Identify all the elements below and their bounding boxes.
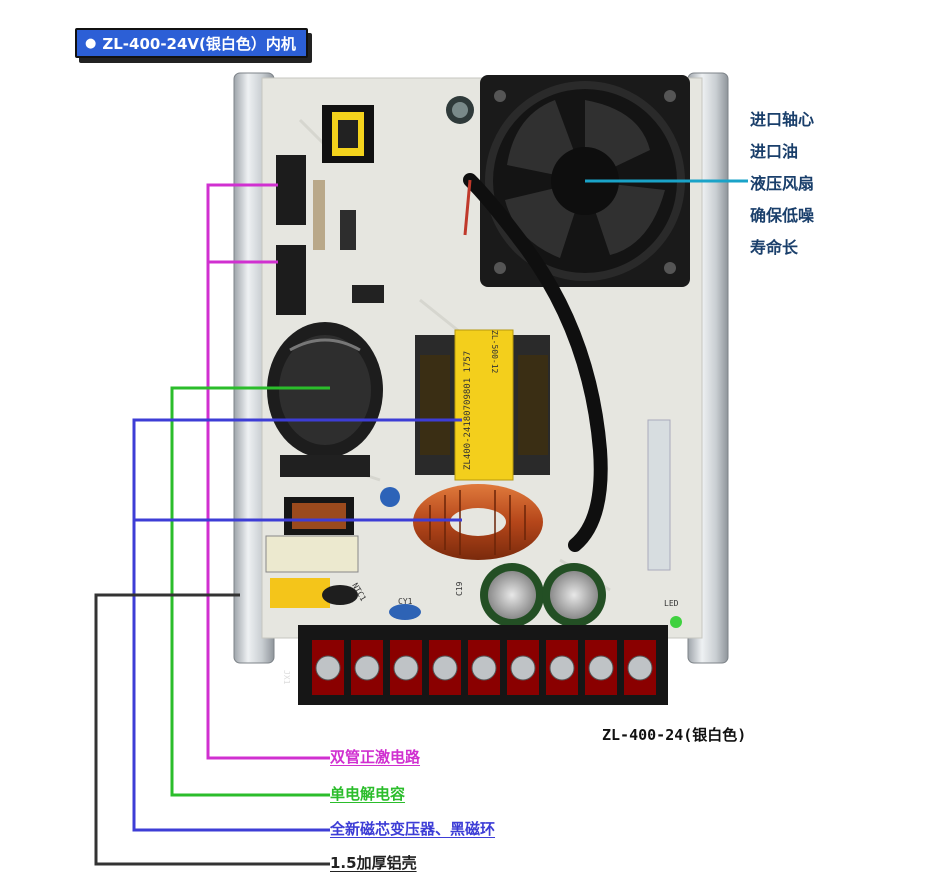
fan-cable [463, 173, 608, 552]
output-capacitors [480, 563, 606, 627]
fan-note-line: 寿命长 [750, 238, 799, 257]
callout-transformer-core: 全新磁芯变压器、黑磁环 [330, 820, 496, 838]
fan-note-line: 液压风扇 [750, 174, 815, 193]
small-capacitor-top [446, 96, 474, 124]
fan-note-line: 进口油 [750, 142, 799, 161]
product-label: ZL-400-24(银白色) [602, 726, 747, 744]
fuse-block [270, 578, 330, 608]
terminal-block [298, 625, 668, 705]
terminal-label-text: JX1 [282, 670, 291, 685]
aux-transformer [322, 105, 374, 163]
callout-lines [94, 179, 748, 866]
mosfets-left [276, 155, 384, 315]
cy-label-text: CY1 [398, 597, 413, 606]
callout-forward-circuit: 双管正激电路 [330, 748, 421, 766]
model-title: ZL-400-24V(银白色）内机 [102, 34, 296, 53]
fan-note-line: 确保低噪 [750, 206, 815, 225]
callout-aluminium-shell: 1.5加厚铝壳 [330, 854, 417, 872]
ntc-thermistor [322, 585, 358, 605]
blue-capacitor [380, 487, 400, 507]
c19-label-text: C19 [455, 581, 464, 596]
emi-choke [284, 497, 354, 535]
led-indicator [670, 616, 682, 628]
output-rectifier [647, 419, 671, 571]
rectifier-bridge [280, 455, 370, 477]
led-label-text: LED [664, 599, 679, 608]
x-capacitor [265, 535, 359, 573]
model-title-tag: ● ZL-400-24V(银白色）内机 [75, 28, 308, 58]
transformer-code-text: ZL400-24180709801 1757 [463, 351, 473, 470]
callout-electrolytic-cap: 单电解电容 [330, 785, 406, 803]
fan-feature-note: 进口轴心 进口油 液压风扇 确保低噪 寿命长 [750, 104, 814, 264]
fan-note-line: 进口轴心 [750, 110, 815, 129]
fan-wire-red [463, 179, 472, 236]
y-capacitor [389, 604, 421, 620]
fan-board-label: ZL-500-12 [490, 330, 499, 374]
copper-toroid-inductor [413, 484, 543, 560]
bullet-icon: ● [85, 35, 97, 51]
main-electrolytic-capacitor [267, 322, 383, 458]
main-transformer [415, 329, 550, 481]
